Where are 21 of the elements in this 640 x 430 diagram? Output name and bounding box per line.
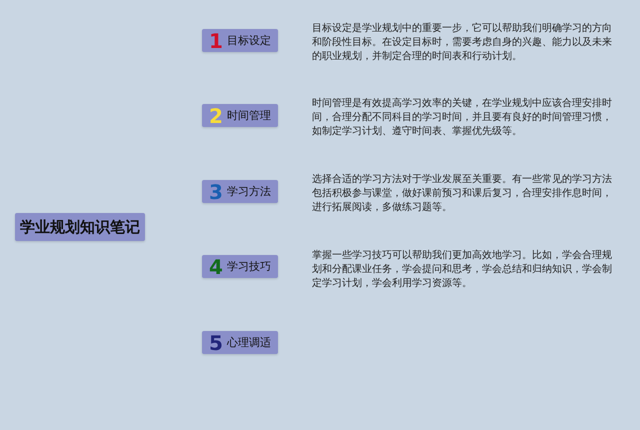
topic-box <box>202 255 278 278</box>
title-text: 学业规划知识笔记 <box>20 218 140 236</box>
topic-box <box>202 29 278 52</box>
description-text: 选择合适的学习方法对于学业发展至关重要。有一些常见的学习方法包括积极参与课堂，做好课前预习和课后复习，合理安排作息时间，进行拓展阅读，多做练习题等。 <box>312 173 612 215</box>
topic-label: 学习方法 <box>226 184 271 199</box>
topic-box <box>202 104 278 127</box>
description-text: 时间管理是有效提高学习效率的关键，在学业规划中应该合理安排时间，合理分配不同科目的学习时间，并且要有良好的时间管理习惯，如制定学习计划、遵守时间表、掌握优先级等。 <box>312 97 612 139</box>
topic-box <box>202 331 278 354</box>
topic-label: 心理调适 <box>226 335 271 350</box>
topic-box <box>202 180 278 203</box>
number-label: 1 <box>209 30 223 50</box>
topic-label: 学习技巧 <box>226 259 271 274</box>
number-label: 4 <box>209 256 223 276</box>
root-topic-box <box>15 213 145 241</box>
description-text: 掌握一些学习技巧可以帮助我们更加高效地学习。比如，学会合理规划和分配课业任务，学会提问和思考，学会总结和归纳知识，学会制定学习计划，学会利用学习资源等。 <box>312 249 612 291</box>
number-label: 5 <box>209 332 223 352</box>
topic-label: 目标设定 <box>226 33 271 48</box>
number-label: 3 <box>209 182 223 202</box>
number-label: 2 <box>209 106 223 126</box>
topic-label: 时间管理 <box>226 108 271 123</box>
description-text: 目标设定是学业规划中的重要一步，它可以帮助我们明确学习的方向和阶段性目标。在设定目标时，需要考虑自身的兴趣、能力以及未来的职业规划，并制定合理的时间表和行动计划。 <box>312 22 612 64</box>
